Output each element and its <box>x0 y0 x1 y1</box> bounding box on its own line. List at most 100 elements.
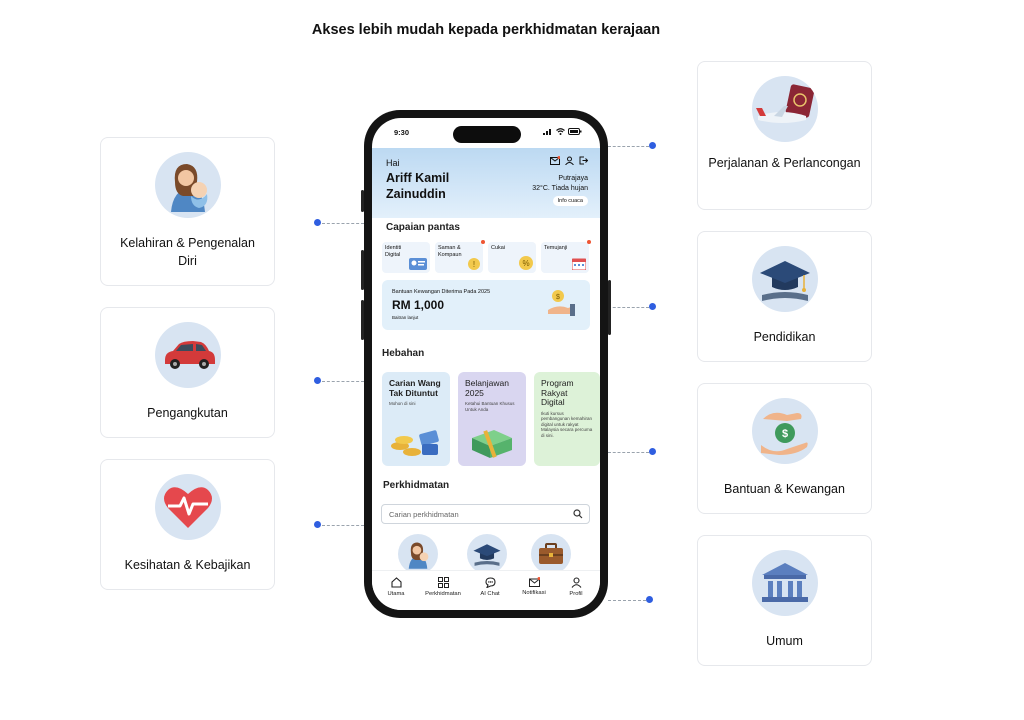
home-icon <box>390 577 402 588</box>
mail-icon[interactable] <box>550 156 560 165</box>
nav-label: Notifikasi <box>522 590 546 596</box>
connector-line <box>608 600 646 601</box>
promo-subtitle: Ikuti kursus pembangunan kemahiran digit… <box>541 410 593 438</box>
grid-icon <box>437 577 449 588</box>
quick-access-label: Temujanji <box>544 245 568 251</box>
connector-line <box>322 525 364 526</box>
nav-profil[interactable]: Profil <box>554 577 598 597</box>
category-card-pendidikan[interactable]: Pendidikan <box>697 231 872 362</box>
battery-icon <box>568 128 582 135</box>
nav-label: Profil <box>569 591 583 597</box>
connector-dot <box>314 377 321 384</box>
plane-passport-icon <box>751 76 818 142</box>
connector-dot <box>646 596 653 603</box>
coins-cards-icon <box>391 430 439 456</box>
promo-card-wang-tak-dituntut[interactable]: Carian Wang Tak Dituntut Mohon di sini <box>382 372 450 466</box>
svg-text:!: ! <box>473 260 475 269</box>
weather-info-button[interactable]: Info cuaca <box>552 196 588 206</box>
user-icon[interactable] <box>565 156 574 165</box>
promo-title: Carian Wang Tak Dituntut <box>389 378 441 398</box>
connector-line <box>322 381 364 382</box>
mother-baby-icon <box>154 152 221 218</box>
status-time: 9:30 <box>394 128 410 137</box>
system-icons <box>543 128 582 135</box>
search-icon[interactable] <box>573 509 583 519</box>
graduation-cap-icon <box>751 246 818 312</box>
service-search-input[interactable]: Carian perkhidmatan <box>381 504 590 524</box>
connector-line <box>608 452 649 453</box>
category-card-bantuan[interactable]: $ Bantuan & Kewangan <box>697 383 872 514</box>
signal-icon <box>543 129 551 135</box>
calendar-icon <box>572 258 586 270</box>
quick-access-label: Saman & Kompaun <box>438 245 462 258</box>
coin-hand-icon: $ <box>548 290 575 316</box>
logout-icon[interactable] <box>579 156 588 165</box>
connector-line <box>608 146 649 147</box>
phone-mockup: 9:30 Hai Ariff Kamil Zainuddin Putrajaya… <box>361 110 611 618</box>
weather-text: 32°C. Tiada hujan <box>532 185 588 192</box>
tax-percent-icon: % <box>519 256 533 270</box>
government-building-icon <box>751 550 818 616</box>
quick-access-temujanji[interactable]: Temujanji <box>541 240 591 273</box>
category-card-umum[interactable]: Umum <box>697 535 872 666</box>
quick-access-saman[interactable]: Saman & Kompaun ! <box>435 240 485 273</box>
svg-text:$: $ <box>556 294 560 301</box>
category-label: Umum <box>766 634 803 648</box>
banner-link[interactable]: Baitran lanjut <box>392 315 419 320</box>
promo-subtitle: Mohon di sini <box>389 401 416 406</box>
notification-badge <box>481 240 485 244</box>
category-label: Pengangkutan <box>147 406 228 420</box>
notification-badge <box>587 240 591 244</box>
service-shortcut-pekerjaan[interactable] <box>531 534 571 574</box>
greeting-header: Hai Ariff Kamil Zainuddin Putrajaya 32°C… <box>372 148 600 218</box>
svg-text:$: $ <box>781 428 787 440</box>
car-icon <box>154 322 221 388</box>
nav-label: Perkhidmatan <box>425 591 461 597</box>
connector-dot <box>649 303 656 310</box>
nav-ai-chat[interactable]: AI Chat <box>468 577 512 597</box>
bottom-navigation: Utama Perkhidmatan AI Chat Notifikasi Pr… <box>372 570 600 610</box>
page-headline: Akses lebih mudah kepada perkhidmatan ke… <box>311 22 661 38</box>
category-card-kelahiran[interactable]: Kelahiran & Pengenalan Diri <box>100 137 275 286</box>
services-section-title: Perkhidmatan <box>383 480 450 491</box>
service-shortcut-pendidikan[interactable] <box>467 534 507 574</box>
search-placeholder: Carian perkhidmatan <box>389 510 459 519</box>
nav-perkhidmatan[interactable]: Perkhidmatan <box>418 577 468 597</box>
connector-dot <box>314 219 321 226</box>
promo-card-rakyat-digital[interactable]: Program Rakyat Digital Ikuti kursus pemb… <box>534 372 600 466</box>
connector-line <box>608 307 649 308</box>
user-icon <box>571 577 581 588</box>
quick-access-cukai[interactable]: Cukai % <box>488 242 536 273</box>
category-card-perjalanan[interactable]: Perjalanan & Perlancongan <box>697 61 872 210</box>
connector-dot <box>649 142 656 149</box>
promo-subtitle: Ketahui Bantuan Khusus Untuk Anda <box>465 401 515 412</box>
nav-label: AI Chat <box>480 591 500 597</box>
id-card-icon <box>409 258 427 270</box>
heart-pulse-icon <box>154 474 221 540</box>
banner-title: Bantuan Kewangan Diterima Pada 2025 <box>392 289 491 295</box>
svg-text:%: % <box>522 259 529 268</box>
category-label: Bantuan & Kewangan <box>724 482 845 496</box>
nav-notifikasi[interactable]: Notifikasi <box>512 577 556 596</box>
quick-access-identiti[interactable]: Identiti Digital <box>382 242 430 273</box>
mother-baby-icon <box>408 542 429 569</box>
promo-card-belanjawan[interactable]: Belanjawan 2025 Ketahui Bantuan Khusus U… <box>458 372 526 466</box>
graduation-cap-icon <box>473 544 501 566</box>
financial-aid-banner[interactable]: Bantuan Kewangan Diterima Pada 2025 RM 1… <box>382 280 590 330</box>
service-shortcut-kelahiran[interactable] <box>398 534 438 574</box>
quick-access-label: Cukai <box>491 245 506 251</box>
category-card-pengangkutan[interactable]: Pengangkutan <box>100 307 275 438</box>
nav-label: Utama <box>387 591 405 597</box>
greeting-text: Hai <box>386 158 400 168</box>
promo-section-title: Hebahan <box>382 348 425 359</box>
connector-dot <box>649 448 656 455</box>
status-bar: 9:30 <box>372 118 600 148</box>
nav-utama[interactable]: Utama <box>374 577 418 597</box>
category-card-kesihatan[interactable]: Kesihatan & Kebajikan <box>100 459 275 590</box>
mail-icon <box>528 577 540 587</box>
dynamic-island <box>453 126 521 143</box>
category-label: Kesihatan & Kebajikan <box>124 558 251 572</box>
fine-ticket-icon: ! <box>468 258 480 270</box>
category-label: Perjalanan & Perlancongan <box>708 156 861 170</box>
category-label: Pendidikan <box>753 330 816 344</box>
